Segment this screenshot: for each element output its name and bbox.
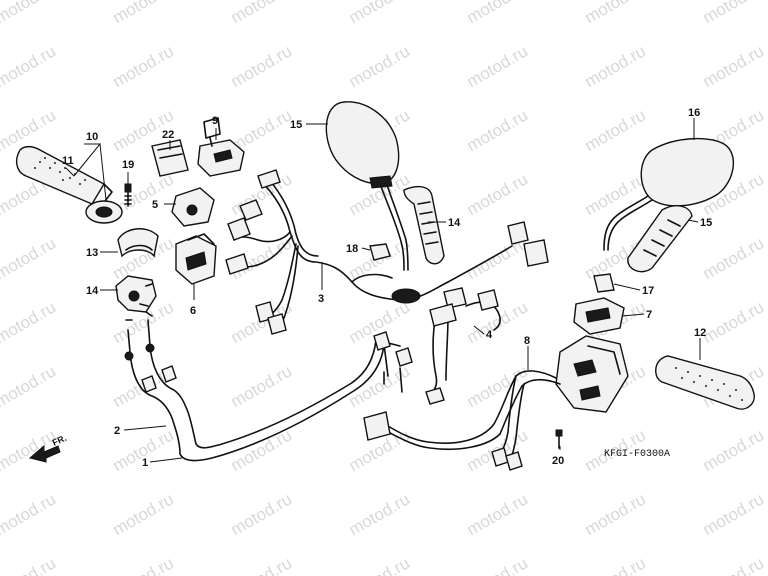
watermark-text: motod.ru — [464, 169, 532, 219]
watermark-text: motod.ru — [582, 169, 650, 219]
watermark-text: motod.ru — [228, 0, 296, 27]
callout-15-right: 15 — [700, 217, 712, 229]
callout-22: 22 — [162, 129, 174, 141]
watermark-text: motod.ru — [0, 41, 59, 91]
left-mirror-part — [325, 101, 409, 271]
watermark-text: motod.ru — [346, 489, 414, 539]
left-grip-part — [15, 145, 113, 211]
watermark-text: motod.ru — [464, 41, 532, 91]
watermark-text: motod.ru — [700, 489, 768, 539]
callout-2: 2 — [114, 425, 120, 437]
watermark-text: motod.ru — [464, 0, 532, 27]
connector-harness-4-part — [425, 289, 501, 405]
watermark-text: motod.ru — [110, 41, 178, 91]
watermark-text: motod.ru — [582, 489, 650, 539]
watermark-text: motod.ru — [700, 425, 768, 475]
watermark-text: motod.ru — [0, 297, 59, 347]
callout-13: 13 — [86, 247, 98, 259]
throttle-cables-part — [124, 311, 413, 462]
callout-9: 9 — [212, 115, 218, 127]
watermark-text: motod.ru — [0, 361, 59, 411]
nut-18-part — [593, 273, 615, 293]
callout-3: 3 — [318, 293, 324, 305]
right-grip-part — [655, 355, 755, 410]
left-switch-housing-part — [115, 275, 157, 313]
lead-lines — [65, 118, 701, 463]
watermark-text: motod.ru — [464, 553, 532, 576]
screw-21-part — [555, 429, 563, 449]
wire-harness-part — [225, 169, 549, 335]
watermark-text: motod.ru — [0, 0, 59, 27]
callout-8: 8 — [524, 335, 530, 347]
callout-16: 15 — [290, 119, 302, 131]
callout-18: 17 — [642, 285, 654, 297]
watermark-text: motod.ru — [228, 41, 296, 91]
watermark-text: motod.ru — [346, 553, 414, 576]
callout-7: 7 — [646, 309, 652, 321]
callout-15-left: 14 — [448, 217, 461, 229]
right-switch-housing-part — [555, 335, 629, 413]
watermark-text: motod.ru — [582, 553, 650, 576]
mirror-boot-right-part — [627, 205, 693, 273]
callout-12: 12 — [694, 327, 706, 339]
watermark-text: motod.ru — [346, 361, 414, 411]
switch-7-part — [573, 297, 625, 335]
watermark-text: motod.ru — [228, 553, 296, 576]
callout-11: 11 — [62, 155, 74, 167]
drawing-code: KFGI-F0300A — [604, 449, 670, 460]
watermark-text: motod.ru — [0, 233, 59, 283]
watermark-text: motod.ru — [700, 297, 768, 347]
watermark-text: motod.ru — [346, 0, 414, 27]
watermark-text: motod.ru — [700, 233, 768, 283]
switch-6-part — [175, 233, 217, 285]
watermark-text: motod.ru — [700, 0, 768, 27]
watermark-text: motod.ru — [110, 489, 178, 539]
watermark-text: motod.ru — [582, 0, 650, 27]
callout-20: 19 — [122, 159, 134, 171]
watermark-text: motod.ru — [582, 105, 650, 155]
watermark-text: motod.ru — [582, 41, 650, 91]
right-switch-wiring-part — [363, 370, 561, 471]
watermark-text: motod.ru — [700, 553, 768, 576]
watermark-text: motod.ru — [228, 361, 296, 411]
callout-6: 6 — [190, 305, 196, 317]
callout-14: 14 — [86, 285, 99, 297]
callout-1: 1 — [142, 457, 148, 469]
callout-5: 5 — [152, 199, 158, 211]
watermark-text: motod.ru — [464, 489, 532, 539]
callout-17: 16 — [688, 107, 700, 119]
watermark-text: motod.ru — [346, 41, 414, 91]
callout-19: 18 — [346, 243, 358, 255]
watermark-text: motod.ru — [228, 489, 296, 539]
callout-10: 10 — [86, 131, 98, 143]
switch-5-part — [171, 187, 215, 227]
relay-9-part — [197, 117, 245, 177]
watermark-text: motod.ru — [110, 0, 178, 27]
right-mirror-part — [603, 137, 735, 251]
switch-cover-13-part — [117, 228, 159, 258]
watermark-text: motod.ru — [700, 41, 768, 91]
watermark-text: motod.ru — [0, 489, 59, 539]
callout-labels: 10 11 19 22 9 5 6 13 14 15 14 16 15 18 1… — [62, 107, 712, 469]
mirror-boot-left-part — [403, 185, 445, 265]
nut-19-part — [369, 243, 391, 261]
watermark-text: motod.ru — [110, 553, 178, 576]
throttle-pipe-part — [85, 200, 123, 224]
callout-4: 4 — [486, 329, 493, 341]
watermark-text: motod.ru — [0, 553, 59, 576]
cover-22-part — [151, 139, 189, 177]
callout-21: 20 — [552, 455, 564, 467]
watermark-text: motod.ru — [464, 105, 532, 155]
